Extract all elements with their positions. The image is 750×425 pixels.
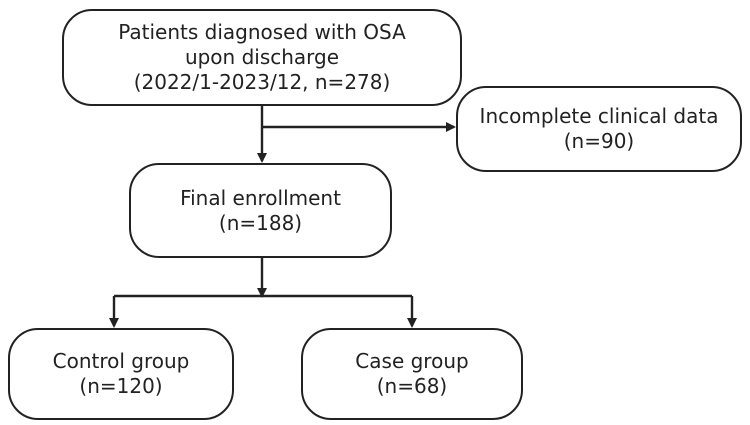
node-control-line1: Control group	[52, 349, 190, 373]
node-incomplete-line1: Incomplete clinical data	[479, 104, 719, 128]
node-case-line1: Case group	[355, 349, 469, 373]
node-patients-diagnosed: Patients diagnosed with OSA upon dischar…	[62, 9, 462, 106]
node-final-line1: Final enrollment	[180, 185, 341, 210]
node-patients-line1: Patients diagnosed with OSA	[118, 20, 406, 44]
node-case-line2: (n=68)	[376, 374, 448, 398]
node-control-group: Control group (n=120)	[8, 328, 234, 420]
node-patients-line3: (2022/1-2023/12, n=278)	[133, 70, 391, 94]
node-incomplete-clinical-data: Incomplete clinical data (n=90)	[456, 86, 742, 172]
node-final-line2: (n=188)	[218, 210, 303, 235]
node-control-line2: (n=120)	[79, 374, 163, 398]
node-patients-line2: upon discharge	[184, 45, 340, 69]
node-incomplete-line2: (n=90)	[563, 129, 635, 153]
node-case-group: Case group (n=68)	[301, 328, 523, 420]
node-final-enrollment: Final enrollment (n=188)	[129, 163, 392, 258]
